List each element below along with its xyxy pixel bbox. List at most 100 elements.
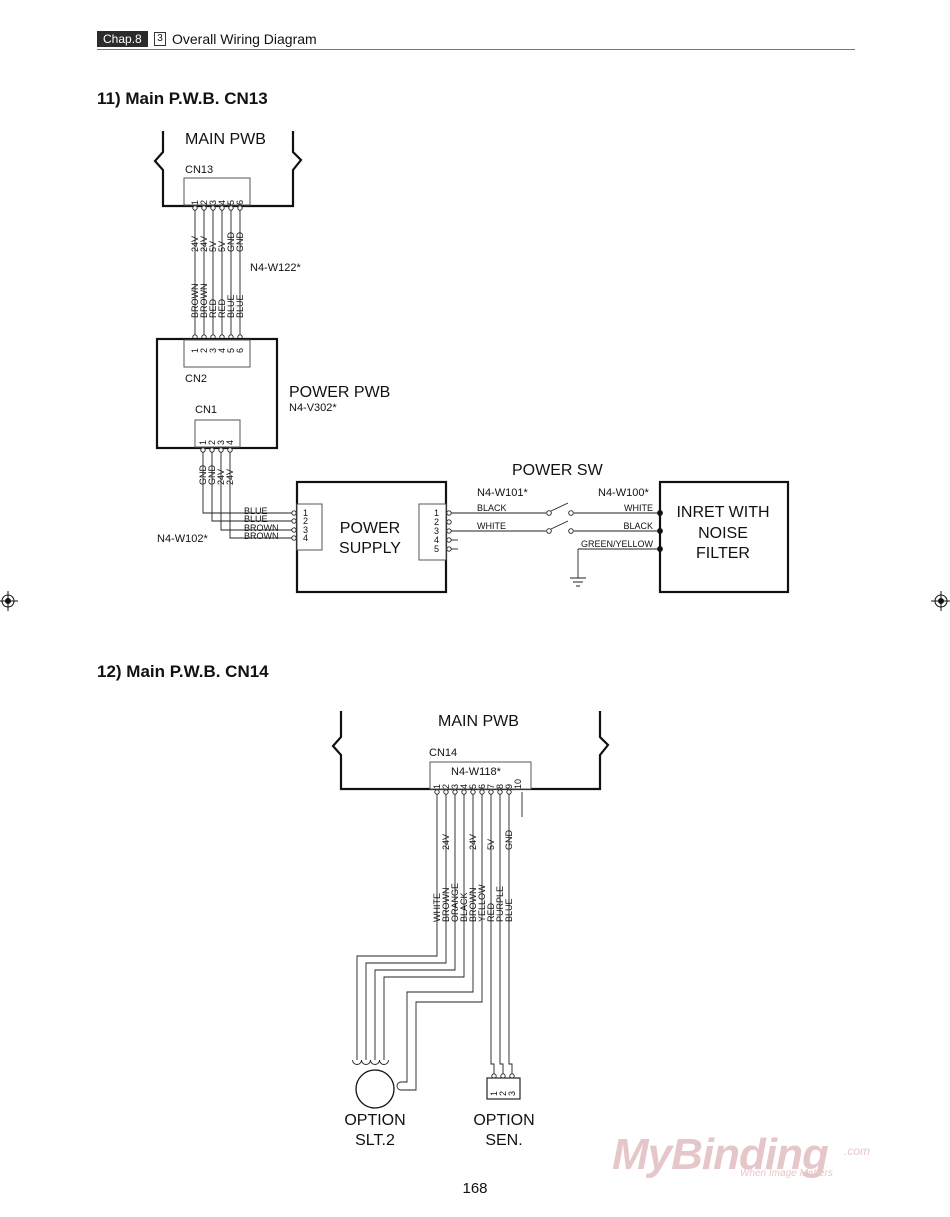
watermark-text: MyBinding — [612, 1130, 829, 1179]
registration-mark-right — [931, 591, 950, 611]
cn14-label: CN14 — [429, 747, 457, 759]
ps-in-pin-4: 4 — [303, 533, 308, 543]
main-pwb-label: MAIN PWB — [185, 131, 266, 148]
power-supply-label-line2: SUPPLY — [339, 540, 401, 557]
w102-wire-2 — [211, 452, 292, 522]
cn2-pin-6: 6 — [235, 348, 245, 353]
sensor-wire-2 — [499, 794, 504, 1076]
ps-in-pin-3: 3 — [303, 525, 308, 535]
cn13-terminal-2 — [201, 205, 207, 211]
cn14-signal-7: 5V — [486, 839, 496, 850]
cn1-label: CN1 — [195, 404, 217, 416]
w102-wire-color-4: BROWN — [244, 531, 279, 541]
cn13-connector — [183, 177, 251, 206]
watermark-tagline: When Image Matters — [740, 1168, 833, 1179]
cn1-harness-wires — [200, 447, 297, 541]
slt2-coil-loop-2 — [361, 1059, 371, 1065]
section-number-box: 3 — [154, 32, 166, 46]
cn13-wire-color-1: BROWN — [190, 284, 200, 319]
cn14-wire-color-4: BLACK — [459, 892, 469, 922]
slt2-wire-4 — [383, 794, 465, 1060]
ps-in-terminal-4 — [291, 535, 297, 541]
power-supply-label-line1: POWER — [340, 520, 400, 537]
w102-wire-color-1: BLUE — [244, 506, 268, 516]
harness-w100-label: N4-W100* — [598, 487, 649, 499]
cn14-pin-7: 7 — [486, 784, 496, 789]
cn14-pin-5: 5 — [468, 784, 478, 789]
cn13-wire-color-2: BROWN — [199, 284, 209, 319]
inlet-label-line3: FILTER — [696, 545, 750, 562]
cn1-terminal-1 — [200, 447, 206, 453]
cn1-pin-4: 4 — [225, 440, 235, 445]
cn13-terminal-3 — [210, 205, 216, 211]
cn13-signal-5: GND — [226, 232, 236, 253]
cn14-terminal-3 — [452, 789, 458, 795]
cn14-pin-1: 1 — [432, 784, 442, 789]
cn13-wire-color-5: BLUE — [226, 294, 236, 318]
cn13-pin-2: 2 — [199, 200, 209, 205]
power-supply-output-terminals — [446, 510, 452, 552]
main-pwb-board-cn13 — [153, 131, 303, 208]
cn1-pin-2: 2 — [207, 440, 217, 445]
cn2-pin-3: 3 — [208, 348, 218, 353]
cn13-pin-1: 1 — [190, 200, 200, 205]
ps-in-pin-1: 1 — [303, 508, 308, 518]
harness-w118-label: N4-W118* — [451, 766, 502, 778]
page-header: Chap.8 3 Overall Wiring Diagram — [97, 31, 855, 50]
cn13-pin-5: 5 — [226, 200, 236, 205]
page-number: 168 — [462, 1180, 488, 1197]
cn13-terminal-4 — [219, 205, 225, 211]
cn14-terminal-2 — [443, 789, 449, 795]
slt2-wire-1 — [356, 794, 438, 1060]
cn13-signal-6: GND — [235, 232, 245, 253]
ps-out-terminal-5 — [446, 546, 452, 552]
cn2-pin-5: 5 — [226, 348, 236, 353]
cn13-wire-color-4: RED — [217, 298, 227, 318]
cn14-pin-2: 2 — [441, 784, 451, 789]
cn13-harness-wires — [192, 205, 243, 340]
cn13-terminal-1 — [192, 205, 198, 211]
cn14-pin-10: 10 — [513, 779, 523, 789]
w102-wire-color-3: BROWN — [244, 523, 279, 533]
option-slt2-solenoid — [355, 1069, 395, 1109]
ps-out-pin-1: 1 — [434, 508, 439, 518]
cn13-label: CN13 — [185, 164, 213, 176]
watermark-suffix: .com — [844, 1144, 871, 1158]
cn2-pin-4: 4 — [217, 348, 227, 353]
slt2-wire-3 — [374, 794, 456, 1060]
cn14-wire-color-8: PURPLE — [495, 886, 505, 922]
w100-color-white: WHITE — [624, 503, 653, 513]
ps-in-terminal-3 — [291, 527, 297, 533]
cn13-pin-3: 3 — [208, 200, 218, 205]
power-pwb-part-number: N4-V302* — [289, 402, 337, 414]
power-supply-output-connector — [418, 503, 447, 561]
power-pwb-label: POWER PWB — [289, 384, 390, 401]
cn14-wire-color-3: ORANGE — [450, 883, 460, 922]
cn14-signal-9: GND — [504, 830, 514, 851]
w100-color-black: BLACK — [623, 521, 653, 531]
cn13-signal-3: 5V — [208, 241, 218, 252]
cn14-wire-color-2: BROWN — [441, 888, 451, 923]
heading-section-12: 12) Main P.W.B. CN14 — [97, 662, 269, 681]
cn1-terminal-3 — [218, 447, 224, 453]
inlet-noise-filter — [658, 480, 790, 594]
cn14-terminal-1 — [434, 789, 440, 795]
w102-wire-3 — [220, 452, 292, 531]
sensor-pin-1: 1 — [489, 1091, 499, 1096]
cn13-signal-4: 5V — [217, 241, 227, 252]
sensor-pin-2: 2 — [498, 1091, 508, 1096]
cn14-terminal-4 — [461, 789, 467, 795]
cn2-connector — [183, 339, 251, 368]
cn1-terminal-4 — [227, 447, 233, 453]
slt2-wire-5 — [401, 794, 474, 1083]
harness-w101-label: N4-W101* — [477, 487, 528, 499]
power-pwb-board — [155, 337, 279, 450]
